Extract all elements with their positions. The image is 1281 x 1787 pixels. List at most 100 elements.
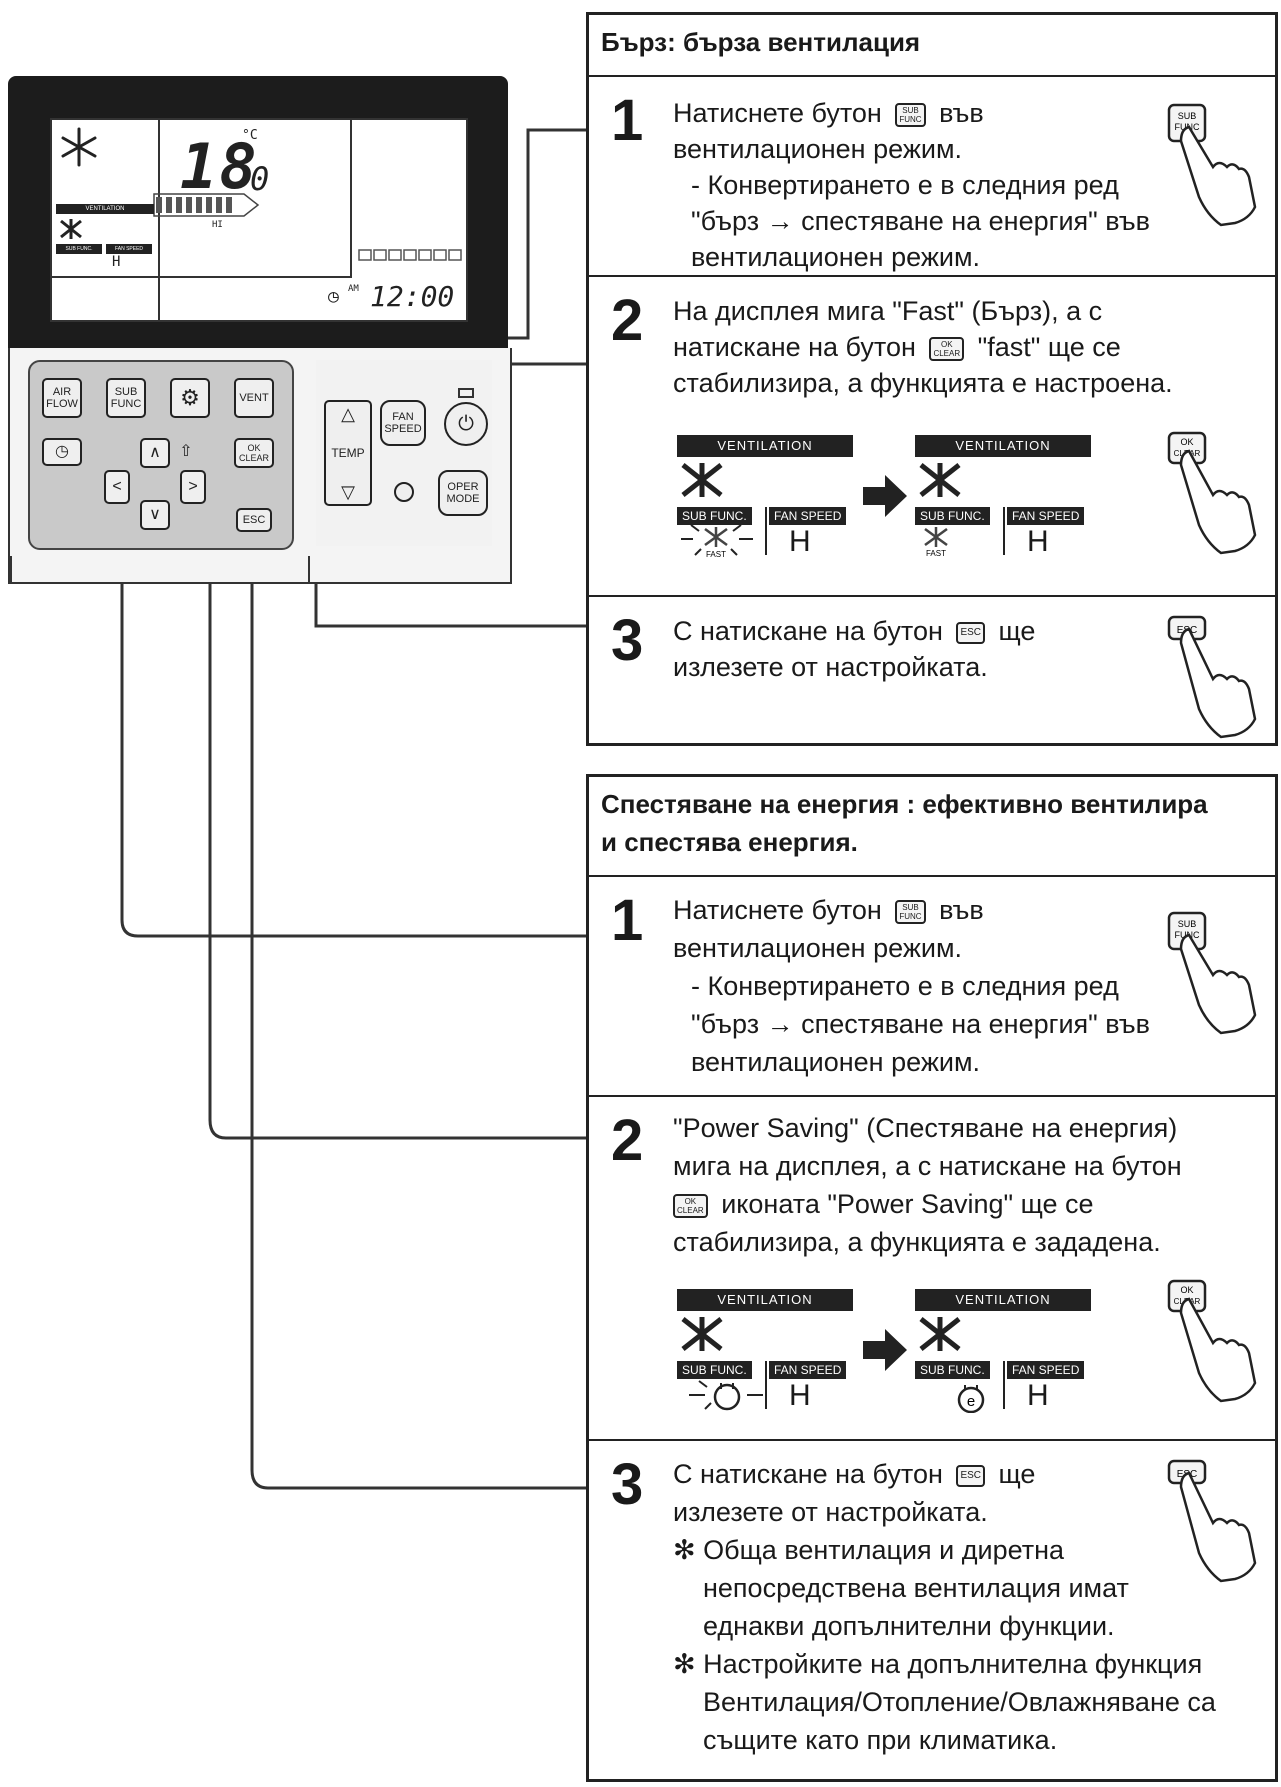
saving-title-line1: Спестяване на енергия : ефективно вентил…: [601, 789, 1208, 819]
temp-down-icon: ▽: [341, 482, 355, 502]
fast-step-1-line1b: във: [939, 98, 984, 128]
ventilation-icon: [919, 463, 961, 497]
fast-step-2-line2a: натискане на бутон: [673, 332, 916, 362]
hand-press-esc-icon: ESC: [1167, 1459, 1257, 1583]
ok-clear-button[interactable]: OK CLEAR: [234, 438, 274, 468]
saving-step-1-line3: - Конвертирането е в следния ред: [691, 971, 1119, 1001]
fast-before-fan-value: H: [789, 525, 811, 558]
saving-note2-line3: същите като при климатика.: [703, 1725, 1058, 1755]
saving-step-1-line1a: Натиснете бутон: [673, 895, 882, 925]
power-saving-section: Спестяване на енергия : ефективно вентил…: [586, 774, 1278, 1782]
svg-text:OK: OK: [1180, 437, 1193, 447]
esc-inline-icon: ESC: [956, 1464, 985, 1487]
remote-base: [10, 556, 310, 584]
timer-clock-button[interactable]: ◷: [42, 438, 82, 466]
fast-step-1-line3: - Конвертирането е в следния ред: [691, 170, 1119, 200]
power-saving-icon: e: [957, 1385, 985, 1413]
fast-display-before: VENTILATION SUB FUNC. FAN SPEED FAST H: [677, 435, 853, 559]
settings-gear-button[interactable]: ⚙: [170, 378, 210, 418]
snowflake-icon: [61, 127, 97, 167]
hand-press-esc-icon: ESC: [1167, 615, 1257, 739]
saving-step-1-line1b: във: [939, 895, 984, 925]
svg-text:e: e: [967, 1393, 975, 1410]
saving-step-2: 2 "Power Saving" (Спестяване на енергия)…: [589, 1097, 1275, 1441]
fast-step-3-number: 3: [611, 608, 644, 673]
saving-step-3-number: 3: [611, 1452, 644, 1517]
lcd-fan-value: H: [112, 254, 121, 270]
saving-step-3-line1b: ще: [998, 1459, 1036, 1489]
temp-rocker[interactable]: △ TEMP ▽: [324, 400, 372, 506]
fast-after-fanspeed-tag: FAN SPEED: [1007, 507, 1085, 525]
lcd-temperature: 18: [180, 130, 259, 203]
fast-blinking-icon: FAST: [681, 524, 753, 559]
saving-step-3-line1a: С натискане на бутон: [673, 1459, 943, 1489]
fast-before-subfunc-tag: SUB FUNC.: [677, 507, 752, 525]
saving-before-fan-value: H: [789, 1379, 811, 1412]
saving-step-2-text: "Power Saving" (Спестяване на енергия) м…: [673, 1109, 1182, 1261]
fast-step-1-line2: вентилационен режим.: [673, 134, 963, 164]
airflow-button[interactable]: AIR FLOW: [42, 378, 82, 418]
up-arrow-button[interactable]: ∧: [140, 438, 170, 468]
fast-display-after: VENTILATION SUB FUNC. FAN SPEED FAST H: [915, 435, 1091, 557]
hand-press-subfunc-icon: SUB FUNC: [1167, 103, 1257, 227]
svg-text:OK: OK: [1180, 1285, 1193, 1295]
saving-display-after: VENTILATION SUB FUNC. FAN SPEED e H: [915, 1289, 1091, 1413]
saving-after-fanspeed-tag: FAN SPEED: [1007, 1361, 1085, 1379]
fast-after-subfunc-tag: SUB FUNC.: [915, 507, 990, 525]
fast-before-fanspeed-tag: FAN SPEED: [769, 507, 847, 525]
saving-step-1-line2: вентилационен режим.: [673, 933, 963, 963]
svg-text:FAST: FAST: [926, 549, 946, 557]
saving-after-ventilation-bar: VENTILATION: [915, 1289, 1091, 1311]
ventilation-icon: [60, 219, 82, 239]
subfunc-button[interactable]: SUB FUNC: [106, 378, 146, 418]
saving-before-ventilation-bar: VENTILATION: [677, 1289, 853, 1311]
remote-lcd-screen: 18 0 °C HI VENTILATION SUB FUNC. FAN SPE…: [50, 118, 468, 322]
saving-step-1-line4: "бърз → спестяване на енергия" във: [691, 1009, 1150, 1039]
temp-label: TEMP: [331, 446, 365, 460]
ok-clear-button-top: OK: [247, 443, 261, 453]
saving-step-1-line5: вентилационен режим.: [691, 1047, 981, 1077]
fanspeed-button[interactable]: FAN SPEED: [380, 400, 426, 446]
vent-button[interactable]: VENT: [234, 378, 274, 418]
power-button[interactable]: ⏻: [444, 402, 488, 446]
home-icon: ⇧: [179, 443, 193, 460]
saving-step-2-line4: стабилизира, а функцията е зададена.: [673, 1227, 1161, 1257]
temp-up-icon: △: [341, 404, 355, 424]
fast-mode-icon: FAST: [924, 527, 948, 557]
lcd-temperature-unit: °C: [242, 128, 258, 143]
ventilation-icon: [681, 463, 723, 497]
saving-note1-line2: непосредствена вентилация имат: [703, 1573, 1129, 1603]
right-arrow-button[interactable]: >: [180, 470, 206, 504]
fast-step-2-line2b: "fast" ще се: [977, 332, 1121, 362]
lcd-ventilation-label: VENTILATION: [56, 204, 154, 214]
fast-step-1-line4: "бърз → спестяване на енергия" във: [691, 206, 1150, 236]
left-arrow-button[interactable]: <: [104, 470, 130, 504]
saving-step-2-line3b: иконата "Power Saving" ще се: [721, 1189, 1094, 1219]
saving-display-before: VENTILATION SUB FUNC. FAN SPEED H: [677, 1289, 853, 1411]
fast-step-1-line1a: Натиснете бутон: [673, 98, 882, 128]
fast-step-2-line1: На дисплея мига "Fast" (Бърз), а с: [673, 296, 1103, 326]
esc-button[interactable]: ESC: [236, 508, 272, 532]
lcd-fan-level-label: HI: [212, 220, 223, 230]
fast-step-3: 3 С натискане на бутон ESC ще излезете о…: [589, 597, 1275, 743]
sensor-circle: [394, 482, 414, 502]
lcd-subfunc-label: SUB FUNC.: [56, 244, 102, 254]
saving-note1-line1: ✻ Обща вентилация и диретна: [673, 1535, 1065, 1565]
lcd-clock-ampm: AM: [348, 284, 359, 294]
svg-text:SUB: SUB: [1178, 111, 1197, 121]
fast-ventilation-section: Бърз: бърза вентилация 1 Натиснете бутон…: [586, 12, 1278, 746]
saving-note2-line2: Вентилация/Отопление/Овлажняване са: [703, 1687, 1216, 1717]
hand-press-subfunc-icon: SUB FUNC: [1167, 911, 1257, 1035]
ventilation-icon: [919, 1317, 961, 1351]
saving-after-subfunc-tag: SUB FUNC.: [915, 1361, 990, 1379]
hand-press-okclear-icon: OK CLEAR: [1167, 431, 1257, 555]
opermode-button[interactable]: OPER MODE: [438, 470, 488, 516]
ventilation-icon: [681, 1317, 723, 1351]
down-arrow-button[interactable]: ∨: [140, 500, 170, 530]
fast-step-2-text: На дисплея мига "Fast" (Бърз), а с натис…: [673, 293, 1173, 401]
